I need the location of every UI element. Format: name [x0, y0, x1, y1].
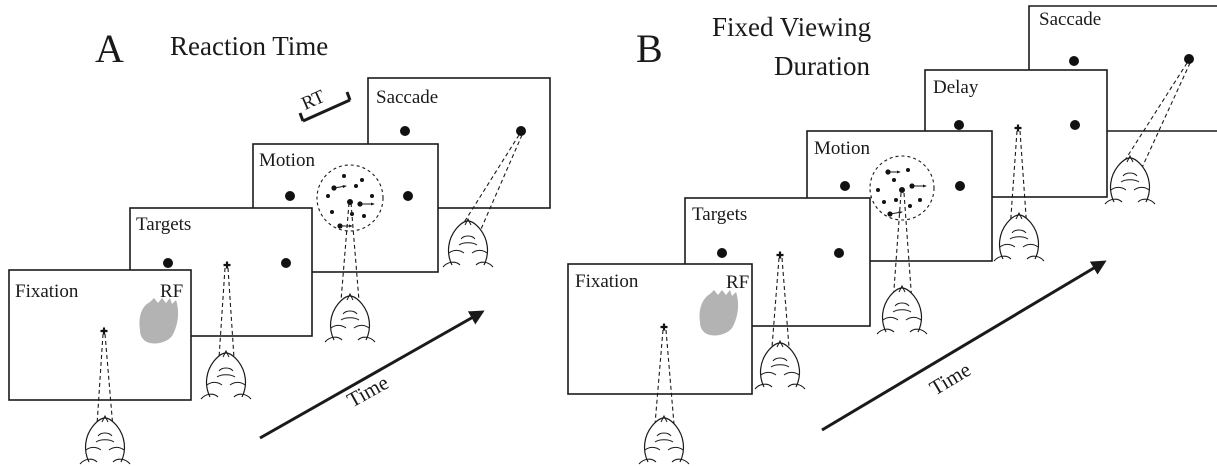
receptive-field-shape	[699, 290, 739, 336]
panel-b-fixation-label: Fixation	[575, 271, 639, 292]
panel-a-fixation-frame: Fixation RF	[8, 269, 192, 401]
panel-a: A Reaction Time Saccade RT Motion	[8, 26, 551, 465]
monkey-head-icon	[993, 212, 1045, 262]
panel-a-fixation-label: Fixation	[15, 281, 79, 302]
panel-b-targets-label: Targets	[692, 204, 747, 225]
receptive-field-shape	[139, 298, 179, 344]
monkey-head-icon	[638, 415, 690, 465]
monkey-head-icon	[876, 285, 928, 335]
panel-b-saccade-label: Saccade	[1039, 9, 1101, 30]
panel-a-time-label: Time	[343, 370, 393, 412]
panel-b-fixation-frame: Fixation RF	[567, 263, 753, 395]
panel-b-motion-label: Motion	[814, 138, 870, 159]
monkey-head-icon	[754, 340, 806, 390]
time-arrow-icon	[821, 260, 1107, 432]
panel-b-letter: B	[636, 26, 663, 71]
rt-bracket: RT	[299, 86, 352, 123]
monkey-head-icon	[442, 218, 494, 268]
monkey-head-icon	[200, 350, 252, 400]
panel-b-title-line2: Duration	[774, 51, 870, 81]
panel-b-title-line1: Fixed Viewing	[712, 12, 871, 42]
panel-a-title: Reaction Time	[170, 31, 328, 61]
motion-aperture	[869, 155, 935, 221]
panel-a-targets-label: Targets	[136, 214, 191, 235]
panel-b-rf-label: RF	[726, 272, 749, 293]
monkey-head-icon	[1104, 155, 1156, 205]
motion-aperture	[316, 164, 384, 232]
panel-b-delay-label: Delay	[933, 77, 979, 98]
panel-a-saccade-label: Saccade	[376, 87, 438, 108]
panel-a-gaze	[79, 134, 523, 465]
panel-b: B Fixed Viewing Duration Saccade Delay M…	[567, 5, 1217, 465]
motion-dots	[876, 168, 927, 217]
panel-b-gaze	[638, 62, 1191, 465]
panel-a-letter: A	[95, 26, 124, 71]
monkey-head-icon	[79, 415, 131, 465]
panel-a-motion-label: Motion	[259, 150, 315, 171]
monkey-head-icon	[324, 293, 376, 343]
time-arrow-icon	[259, 310, 485, 440]
panel-a-rf-label: RF	[160, 281, 183, 302]
